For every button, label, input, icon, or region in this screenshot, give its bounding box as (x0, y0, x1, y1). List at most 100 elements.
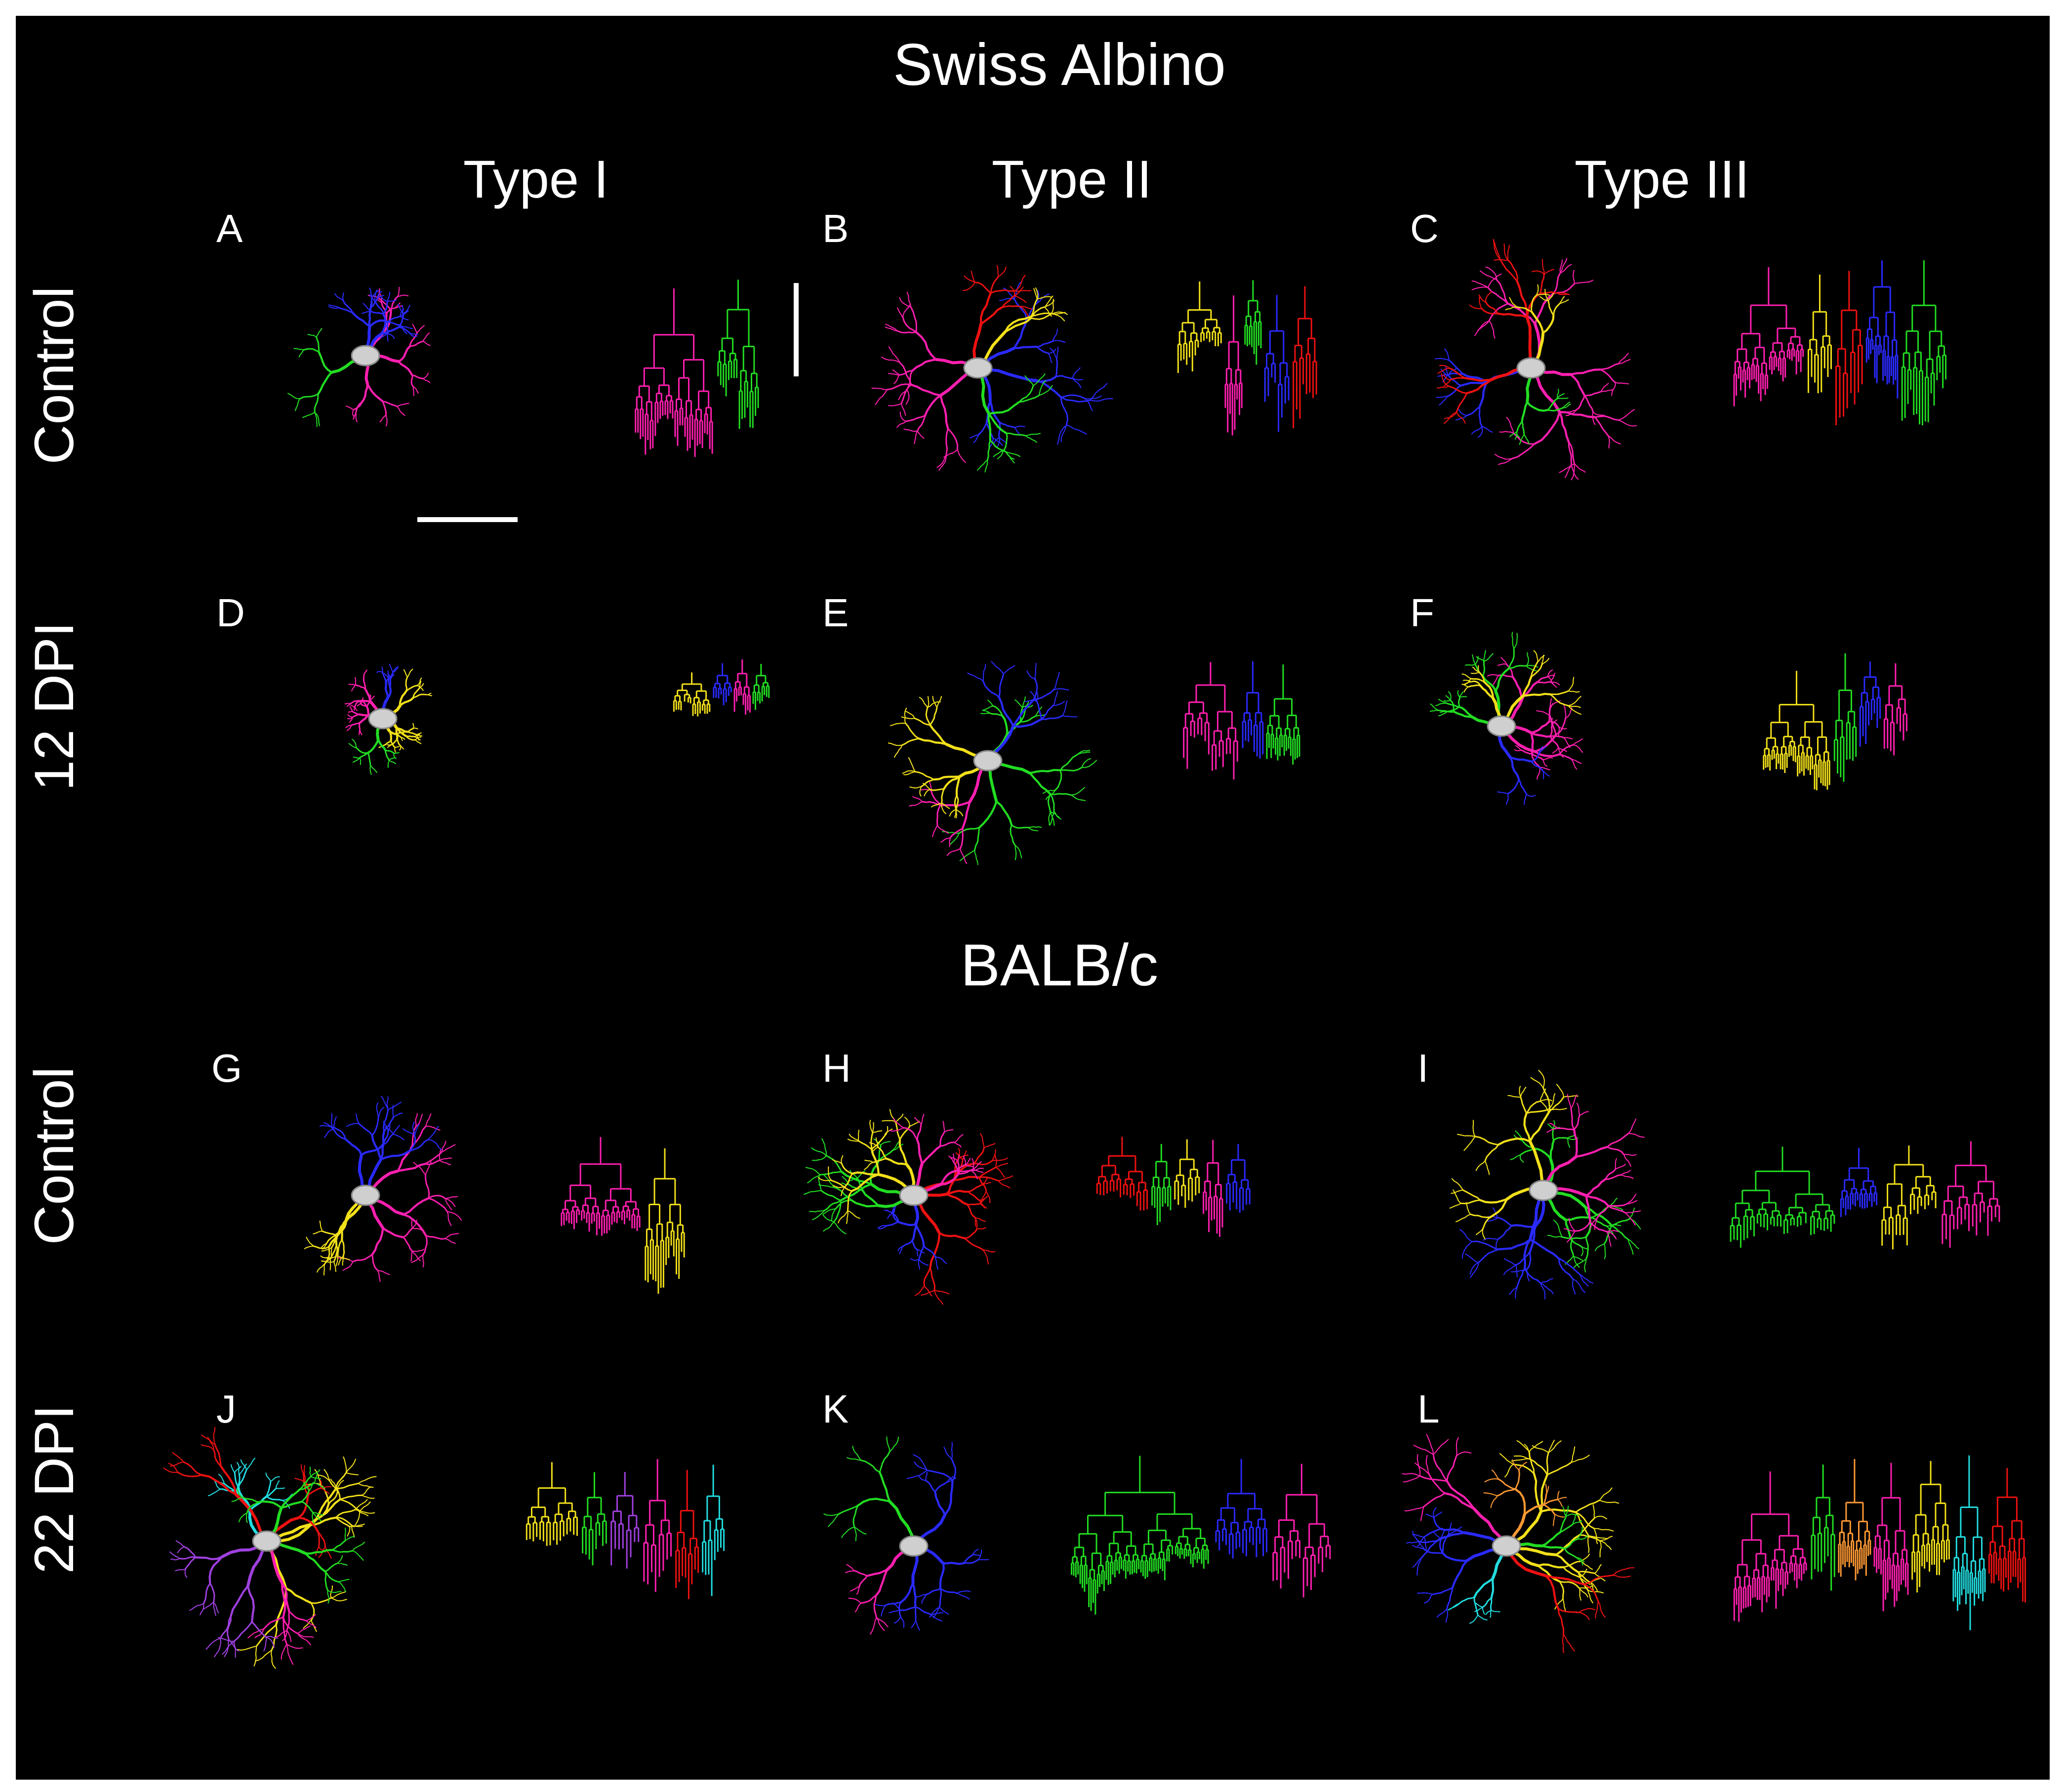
dendrite-branch (870, 1617, 877, 1635)
dendrite-branch (230, 1464, 236, 1473)
dendrite-branch (428, 1195, 446, 1199)
dendrite-branch (362, 700, 367, 707)
panel-letter-f: F (1410, 591, 1434, 635)
dendrite-branch (1534, 733, 1557, 753)
dendrite-branch (1004, 317, 1032, 333)
dendrite-branch (845, 1570, 855, 1573)
dendrite-branch (1498, 1479, 1516, 1490)
dendrite-branch (1531, 752, 1540, 763)
dendrite-branch (1439, 365, 1450, 369)
dendrite-branch (858, 1575, 868, 1588)
dendrite-branch (929, 1607, 940, 1618)
dendrite-branch (1426, 1433, 1434, 1455)
dendrite-branch (353, 1510, 361, 1528)
dendrite-branch (1565, 707, 1573, 719)
dendrogram-a (635, 280, 759, 457)
dendrite-branch (441, 1140, 446, 1153)
dendrite-branch (306, 1236, 314, 1247)
dendrite-branch (412, 1227, 423, 1231)
dendrite-branch (897, 1221, 917, 1226)
dendrite-branch (1018, 394, 1040, 403)
dendrite-branch (401, 326, 413, 329)
neuron-reconstruction-l (1402, 1433, 1635, 1653)
dendrite-branch (982, 1249, 996, 1253)
dendrite-branch (265, 1636, 275, 1648)
dendrite-branch (341, 1218, 348, 1241)
dendrite-branch (1476, 656, 1485, 662)
dendrite-branch (1508, 648, 1515, 669)
dendrite-branch (890, 723, 906, 727)
dendrite-branch (396, 406, 405, 416)
dendrite-branch (377, 1270, 390, 1275)
dendrite-branch (1081, 758, 1092, 768)
dendrite-branch (842, 1176, 850, 1186)
dendrite-branch (995, 1167, 1006, 1178)
dendrite-branch (1557, 1127, 1575, 1131)
dendrite-branch (299, 393, 319, 400)
dendrite-branch (183, 1461, 202, 1476)
dendrite-branch (1536, 676, 1548, 684)
dendrite-branch (1014, 295, 1027, 303)
dendrite-branch (1060, 396, 1091, 403)
dendrite-branch (370, 301, 373, 312)
dendrite-branch (1439, 711, 1448, 713)
dendrite-branch (1458, 706, 1474, 719)
dendrite-branch (313, 1230, 323, 1235)
dendrite-branch (239, 1463, 247, 1475)
dendrite-branch (1462, 678, 1472, 685)
dendrite-branch (1557, 1608, 1565, 1635)
dendrite-branch (339, 1499, 361, 1512)
dendrite-branch (352, 409, 355, 417)
dendrite-branch (897, 307, 904, 319)
dendrite-branch (355, 1113, 360, 1124)
dendrite-branch (876, 1617, 889, 1628)
dendrite-branch (959, 850, 975, 861)
dendrite-branch (915, 1620, 921, 1631)
dendrite-branch (351, 311, 371, 327)
dendrite-branch (1026, 670, 1036, 681)
dendrite-branch (387, 673, 392, 679)
dendrite-branch (1589, 1221, 1608, 1232)
dendrite-branch (1571, 759, 1578, 770)
dendrite-branch (1051, 312, 1066, 315)
dendrite-branch (936, 824, 949, 834)
dendrite-branch (978, 1166, 997, 1179)
dendrite-branch (265, 1472, 271, 1482)
dendrite-branch (1542, 1087, 1550, 1112)
dendrite-branch (294, 1477, 306, 1483)
dendrite-branch (1038, 385, 1053, 396)
dendrite-branch (914, 1117, 922, 1125)
dendrite-branch (1510, 1154, 1521, 1160)
dendrite-branch (1562, 402, 1571, 408)
dendrite-branch (337, 1480, 344, 1490)
dendrite-branch (1462, 1189, 1481, 1201)
dendrite-branch (1489, 1198, 1508, 1219)
dendrite-branch (1027, 827, 1038, 832)
dendrite-branch (900, 403, 906, 416)
column-title-type-2: Type II (992, 149, 1152, 209)
dendrite-branch (1037, 290, 1040, 303)
dendrite-branch (1563, 737, 1573, 739)
dendrite-branch (1523, 434, 1530, 445)
dendrite-branch (1540, 1508, 1577, 1513)
dendrite-branch (1549, 1123, 1558, 1129)
dendrite-branch (934, 1481, 947, 1493)
dendrite-branch (1035, 287, 1039, 299)
dendrite-branch (1531, 661, 1538, 678)
dendrite-branch (411, 1250, 421, 1262)
dendrite-branch (1559, 259, 1563, 274)
dendrite-branch (335, 1517, 352, 1526)
dendrite-branch (1402, 1473, 1420, 1477)
dendrite-branch (1572, 1278, 1576, 1295)
dendrite-branch (1493, 239, 1501, 260)
dendrite-branch (360, 703, 367, 707)
dendrite-branch (177, 1546, 185, 1553)
dendrite-branch (1526, 401, 1549, 412)
dendrite-branch (995, 800, 1013, 826)
dendrite-branch (379, 414, 387, 423)
dendrite-branch (1512, 1459, 1520, 1470)
dendrite-branch (899, 297, 912, 308)
dendrite-branch (1030, 313, 1052, 320)
dendrite-branch (1403, 1475, 1420, 1483)
dendrite-branch (1433, 1511, 1443, 1518)
